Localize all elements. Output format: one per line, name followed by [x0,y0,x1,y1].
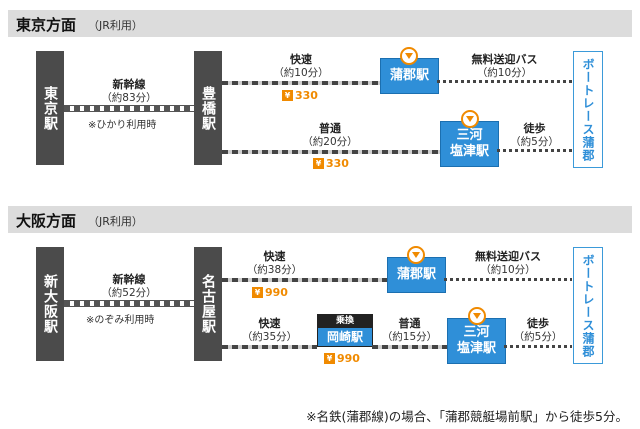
walk-time-osaka: （約5分） [513,331,563,343]
map-pin-icon [400,47,418,65]
rapid-rail-osaka [222,278,387,282]
station-mikawa-shiotsu-osaka: 三河 塩津駅 [447,318,506,364]
shinkansen-time-osaka: （約52分） [101,287,157,299]
local-time-tokyo: （約20分） [302,136,358,148]
walk-label-tokyo: 徒歩 [523,122,546,135]
station-mikawa-osaka-line1: 三河 [463,325,490,341]
fare-osaka-local: ¥990 [324,352,360,365]
shinkansen-label-osaka: 新幹線 [112,273,146,286]
station-toyohashi-label: 豊橋駅 [200,85,216,131]
bus-route-osaka [444,278,572,281]
bus-label-osaka: 無料送迎バス [475,250,541,263]
bus-route-tokyo [437,80,572,83]
station-shin-osaka: 新大阪駅 [36,247,64,361]
station-mikawa-shiotsu-tokyo: 三河 塩津駅 [440,121,499,167]
rapid-label-tokyo: 快速 [290,53,312,66]
destination-osaka-label: ボートレース蒲郡 [581,253,595,358]
walk-route-tokyo [497,149,572,152]
shinkansen-note-osaka: ※のぞみ利用時 [86,315,155,326]
station-tokyo-label: 東京駅 [42,85,58,131]
yen-icon: ¥ [252,287,263,298]
local-fare-tokyo: ¥330 [313,157,349,170]
rapid-time-tokyo: （約10分） [273,67,329,79]
station-okazaki-label: 岡崎駅 [318,328,372,346]
rapid2-time-osaka: （約35分） [241,331,298,343]
station-shin-osaka-label: 新大阪駅 [42,274,58,334]
walk-time-tokyo: （約5分） [510,136,559,148]
local-label-tokyo: 普通 [319,122,341,135]
shinkansen-time-tokyo: （約83分） [101,92,157,104]
station-okazaki-transfer: 乗換 岡崎駅 [317,314,373,347]
destination-tokyo-label: ボートレース蒲郡 [581,57,595,162]
section-subtitle-tokyo: （JR利用） [88,19,143,32]
bus-label-tokyo: 無料送迎バス [471,53,538,66]
local-rail-tokyo [222,150,440,154]
station-gamagori-osaka-label: 蒲郡駅 [396,267,436,283]
yen-icon: ¥ [313,158,324,169]
rapid-fare-tokyo: ¥330 [282,89,318,102]
destination-boatrace-osaka: ボートレース蒲郡 [573,247,603,364]
station-mikawa-osaka-line2: 塩津駅 [456,341,496,356]
station-nagoya-label: 名古屋駅 [200,274,216,334]
section-header-tokyo: 東京方面 （JR利用） [8,10,632,37]
transfer-label: 乗換 [318,315,372,328]
station-toyohashi: 豊橋駅 [194,51,222,165]
footer-note: ※名鉄(蒲郡線)の場合、「蒲郡競艇場前駅」から徒歩5分。 [306,409,628,424]
local-rail-osaka [372,345,447,349]
section-title-tokyo: 東京方面 [16,16,77,34]
rapid-label-osaka: 快速 [263,250,286,263]
yen-icon: ¥ [324,353,335,364]
shinkansen-rail-osaka [64,300,194,307]
destination-boatrace-tokyo: ボートレース蒲郡 [573,51,603,168]
section-title-osaka: 大阪方面 [16,212,77,230]
bus-time-osaka: （約10分） [480,264,536,276]
shinkansen-rail-tokyo [64,105,194,112]
shinkansen-note-tokyo: ※ひかり利用時 [88,120,157,131]
station-tokyo: 東京駅 [36,51,64,165]
shinkansen-label-tokyo: 新幹線 [112,78,146,91]
rapid2-rail-osaka [222,345,317,349]
yen-icon: ¥ [282,90,293,101]
map-pin-icon [468,307,486,325]
map-pin-icon [407,246,425,264]
local-fare-value-tokyo: 330 [326,157,349,170]
rapid-fare-value-tokyo: 330 [295,89,318,102]
fare-value-osaka-local: 990 [337,352,360,365]
walk-route-osaka [504,345,572,348]
local-time-osaka: （約15分） [381,331,438,343]
station-gamagori-tokyo-label: 蒲郡駅 [389,68,429,84]
station-nagoya: 名古屋駅 [194,247,222,361]
section-subtitle-osaka: （JR利用） [88,215,143,228]
station-mikawa-tokyo-line2: 塩津駅 [449,144,489,159]
rapid-fare-value-osaka: 990 [265,286,288,299]
rapid-rail-tokyo [222,81,380,85]
rapid2-label-osaka: 快速 [258,317,281,330]
section-header-osaka: 大阪方面 （JR利用） [8,206,632,233]
rapid-time-osaka: （約38分） [246,264,303,276]
station-mikawa-tokyo-line1: 三河 [456,128,483,144]
walk-label-osaka: 徒歩 [527,317,549,330]
local-label-osaka: 普通 [398,317,421,330]
bus-time-tokyo: （約10分） [476,67,533,79]
rapid-fare-osaka: ¥990 [252,286,288,299]
map-pin-icon [461,110,479,128]
